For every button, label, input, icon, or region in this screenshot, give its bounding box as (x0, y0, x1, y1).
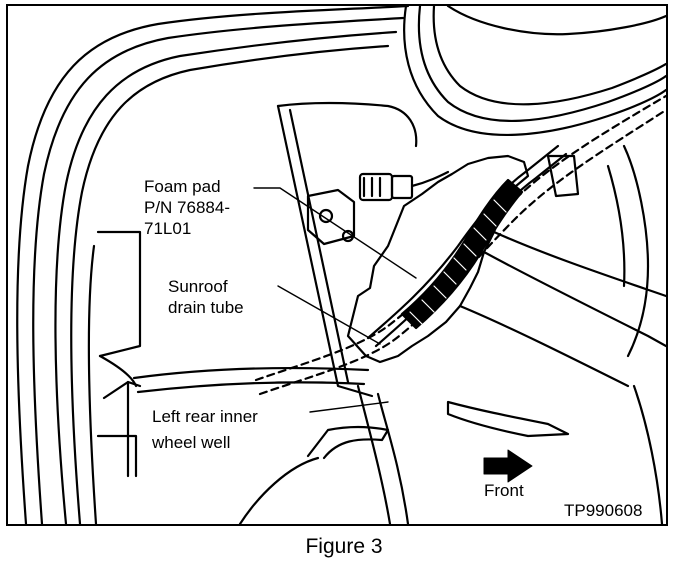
leader-lines (253, 187, 417, 413)
foam-pad-label-line1: Foam pad (144, 177, 221, 196)
figure-code: TP990608 (564, 501, 643, 520)
wheel-well-leader (309, 401, 389, 413)
illustration-frame: Foam pad P/N 76884- 71L01 Sunroof drain … (6, 4, 668, 526)
front-label: Front (484, 481, 524, 500)
drain-tube-label-line1: Sunroof (168, 277, 228, 296)
roof-rail (403, 6, 666, 136)
wheel-well-label: Left rear inner wheel well (152, 404, 258, 456)
right-arrow-icon (483, 449, 533, 483)
wheel-well-label-line2: wheel well (152, 433, 231, 452)
drain-tube-leader (277, 285, 381, 345)
body-frame-curves (16, 6, 410, 524)
pillar-trim (96, 230, 142, 478)
foam-pad-label-line2: P/N 76884- (144, 198, 230, 217)
wheel-well-label-line1: Left rear inner (152, 407, 258, 426)
car-interior-line-art (16, 6, 666, 524)
drain-tube-label-line2: drain tube (168, 298, 244, 317)
foam-pad-leader (253, 187, 417, 279)
right-structure (446, 144, 664, 524)
figure-caption: Figure 3 (305, 535, 383, 558)
drain-tube-label: Sunroof drain tube (168, 276, 244, 318)
foam-pad-label-line3: 71L01 (144, 219, 192, 238)
foam-pad-label: Foam pad P/N 76884- 71L01 (144, 176, 230, 239)
connector-bracket (306, 170, 450, 246)
foam-pad-wrap (400, 178, 524, 330)
